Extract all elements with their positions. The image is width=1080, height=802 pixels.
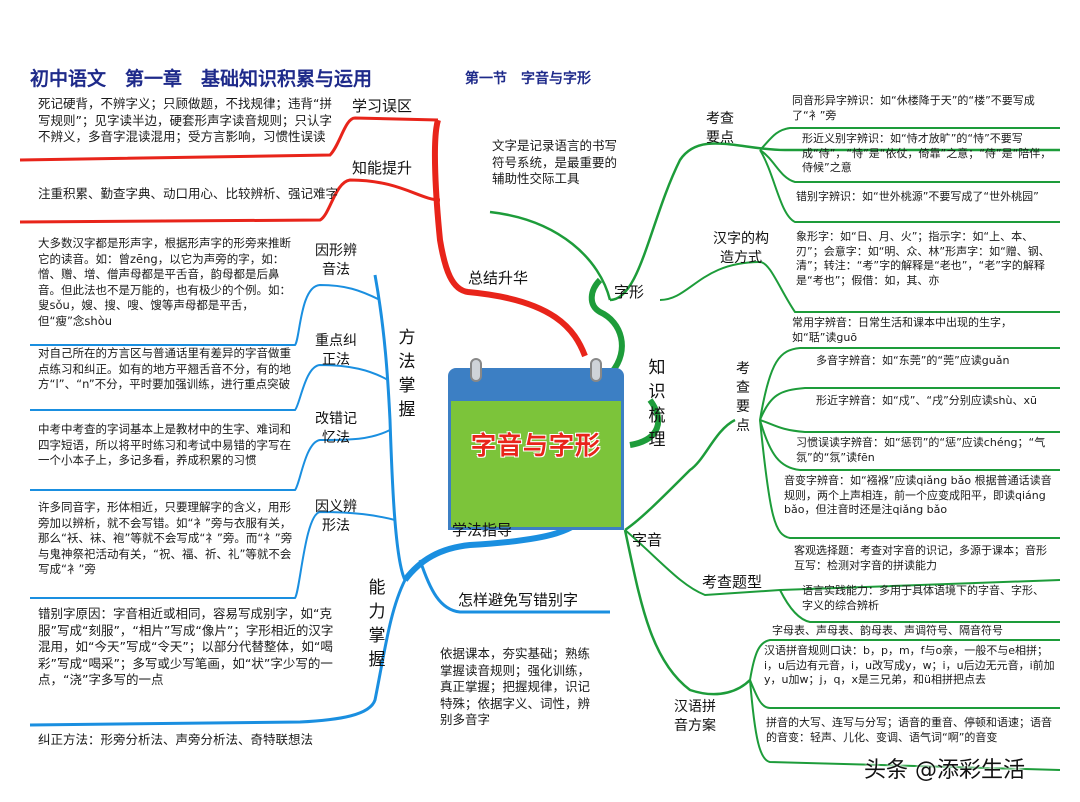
green-shape-k3 xyxy=(759,149,1060,223)
ability-fix-text: 纠正方法：形旁分析法、声旁分析法、奇特联想法 xyxy=(38,732,314,747)
exam-label: 考查题型 xyxy=(702,573,763,591)
center-node: 字音与字形 xyxy=(448,358,624,530)
ability-cause-text: 错别字原因：字音相近或相同，容易写成别字，如“克服”写成“刻服”，“相片”写成“… xyxy=(38,606,334,687)
exam-item-2: 语言实践能力：多用于具体语境下的字音、字形、字义的综合辨析 xyxy=(802,584,1044,612)
exam-item-1: 客观选择题：考查对字音的识记，多源于课本；音形互写：检测对字音的拼读能力 xyxy=(794,544,1047,572)
watermark: 头条 @添彩生活 xyxy=(864,758,1025,783)
method-1-label: 因形辨音法 xyxy=(315,243,357,278)
green-exam-k2 xyxy=(779,589,1060,623)
method-4-text: 许多同音字，形体相近，只要理解字的含义，用形旁加以辨析，就不会写错。如“衤”旁与… xyxy=(38,500,293,576)
page-title: 初中语文 第一章 基础知识积累与运用 xyxy=(30,68,373,90)
green-trunk xyxy=(588,277,625,374)
shape-key-label: 考查要点 xyxy=(706,111,734,146)
shape-key-2: 形近义别字辨识：如“恃才放旷”的“恃”不要写成“侍”，“恃”是“依仗，倚靠”之意… xyxy=(802,132,1052,174)
shape-key-1: 同音形异字辨识：如“休楼降于天”的“楼”不要写成了“衤”旁 xyxy=(792,94,1035,122)
method-2-label: 重点纠正法 xyxy=(315,333,357,368)
sound-label: 字音 xyxy=(632,531,663,549)
improve-label: 知能提升 xyxy=(352,159,413,177)
ability-label: 能力掌握 xyxy=(368,578,386,670)
green-sound-k2 xyxy=(759,419,1060,433)
method-4-label: 因义辨形法 xyxy=(315,499,357,534)
green-sound-k1 xyxy=(759,387,1060,421)
section-title: 第一节 字音与字形 xyxy=(465,71,591,87)
blue-avoid-line xyxy=(418,559,610,614)
blue-method-3 xyxy=(30,429,391,491)
green-shape-k1 xyxy=(759,127,1060,151)
green-shape-k2 xyxy=(759,149,1060,183)
blue-method-1 xyxy=(30,283,381,346)
sound-key-1: 常用字辨音：日常生活和课本中出现的生字，如“聒”读guō xyxy=(792,316,1012,344)
red-improve-line xyxy=(19,178,441,224)
summary-label: 总结升华 xyxy=(468,269,529,287)
calendar-ring-icon xyxy=(590,358,602,382)
methods-label: 方法掌握 xyxy=(398,328,416,420)
blue-ability-line xyxy=(29,579,407,727)
calendar-ring-icon xyxy=(470,358,482,382)
blue-method-4 xyxy=(30,510,396,599)
shape-definition: 文字是记录语言的书写符号系统，是最重要的辅助性交际工具 xyxy=(492,138,618,186)
green-pinyin-line xyxy=(623,529,751,696)
green-pinyin-k2 xyxy=(749,679,1060,709)
avoid-text: 依据课本，夯实基础；熟练掌握读音规则；强化训练，真正掌握；把握规律，识记特殊；依… xyxy=(440,646,591,727)
method-1-text: 大多数汉字都是形声字，根据形声字的形旁来推断它的读音。如：曾zēng，以它为声旁… xyxy=(38,236,291,328)
green-sound-k4 xyxy=(759,419,1060,539)
improve-text: 注重积累、勤查字典、动口用心、比较辨析、强记难字 xyxy=(38,186,339,201)
green-pinyin-k3 xyxy=(749,679,1061,771)
study-label: 学法指导 xyxy=(452,521,513,539)
shape-label: 字形 xyxy=(614,283,645,301)
blue-methods-trunk xyxy=(373,274,407,581)
sound-key-5: 音变字辨音：如“襁褓”应读qiǎng bǎo 根据普通话读音规则，两个上声相连，… xyxy=(784,474,1052,516)
sound-key-3: 形近字辨音：如“戍”、“戌”分别应读shù、xū xyxy=(816,394,1037,407)
green-sound-k0 xyxy=(759,347,1060,421)
red-trunk xyxy=(431,119,588,358)
center-label: 字音与字形 xyxy=(470,431,601,460)
mistakes-label: 学习误区 xyxy=(352,97,413,115)
pinyin-item-3: 拼音的大写、连写与分写；语音的重音、停顿和语速；语音的音变：轻声、儿化、变调、语… xyxy=(766,716,1052,744)
method-3-text: 中考中考查的字词基本上是教材中的生字、难词和四字短语，所以将平时练习和考试中易错… xyxy=(38,422,291,467)
pinyin-label: 汉语拼音方案 xyxy=(674,699,716,734)
green-definition-line xyxy=(489,210,612,301)
sound-key-4: 习惯误读字辨音：如“惩罚”的“惩”应读chéng；“气氛”的“氛”读fēn xyxy=(796,436,1046,464)
structure-label: 汉字的构造方式 xyxy=(713,231,769,266)
method-2-text: 对自己所在的方言区与普通话里有差异的字音做重点练习和纠正。如有的地方平翘舌音不分… xyxy=(38,346,291,391)
sound-key-label: 考查要点 xyxy=(736,361,750,434)
sound-key-2: 多音字辨音：如“东莞”的“莞”应读guǎn xyxy=(816,354,1010,367)
structure-text: 象形字：如“日、月、火”；指示字：如“上、本、刃”；会意字：如“明、众、林”形声… xyxy=(796,230,1050,287)
mistakes-text: 死记硬背，不辨字义；只顾做题，不找规律；违背“拼写规则”；见字读半边，硬套形声字… xyxy=(38,96,332,144)
calendar-body xyxy=(448,398,624,530)
green-exam-line xyxy=(624,529,1061,597)
green-shape-line xyxy=(609,142,1060,302)
blue-method-2 xyxy=(30,363,389,411)
green-pinyin-k1 xyxy=(749,639,1060,681)
green-sound-trunk xyxy=(624,418,736,532)
red-mistakes-line xyxy=(19,116,439,162)
green-trunk-2 xyxy=(629,398,662,448)
pinyin-item-2: 汉语拼音规则口诀：b，p，m，f与o亲，一般不与e相拼；i，u后边有元音，i，u… xyxy=(764,644,1055,686)
green-sound-k3 xyxy=(759,419,1060,471)
green-structure-line xyxy=(659,260,1060,313)
knowledge-label: 知识梳理 xyxy=(648,358,666,450)
method-3-label: 改错记忆法 xyxy=(315,411,357,446)
shape-key-3: 错别字辨识：如“世外桃源”不要写成了“世外桃园” xyxy=(796,190,1039,203)
pinyin-item-1: 字母表、声母表、韵母表、声调符号、隔音符号 xyxy=(772,624,1003,637)
avoid-label: 怎样避免写错别字 xyxy=(458,591,579,609)
